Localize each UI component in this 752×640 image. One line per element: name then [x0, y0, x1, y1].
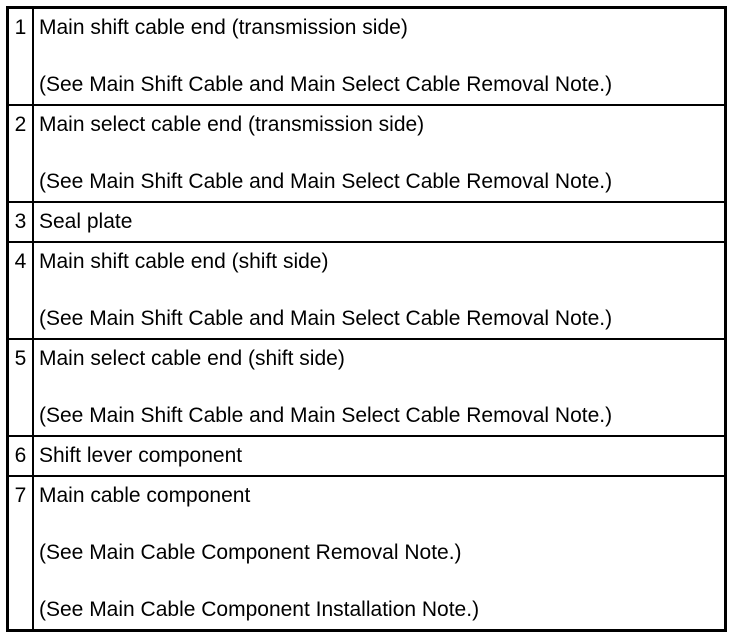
- row-number: 6: [14, 444, 27, 467]
- row-number-cell: 1: [6, 6, 34, 106]
- row-number: 2: [14, 113, 27, 136]
- table-row: 7 Main cable component (See Main Cable C…: [6, 475, 727, 632]
- row-description-cell: Seal plate: [32, 201, 727, 243]
- row-number: 1: [14, 16, 27, 39]
- see-note: (See Main Shift Cable and Main Select Ca…: [39, 404, 613, 427]
- row-number-cell: 3: [6, 201, 34, 243]
- table-row: 4 Main shift cable end (shift side) (See…: [6, 241, 727, 340]
- row-number-cell: 5: [6, 338, 34, 437]
- parts-table-body: 1 Main shift cable end (transmission sid…: [6, 6, 727, 632]
- row-description-cell: Main shift cable end (shift side) (See M…: [32, 241, 727, 340]
- see-note: (See Main Shift Cable and Main Select Ca…: [39, 307, 613, 330]
- row-number-cell: 7: [6, 475, 34, 632]
- part-title: Seal plate: [39, 210, 133, 233]
- row-number-cell: 6: [6, 435, 34, 477]
- row-description-cell: Main cable component (See Main Cable Com…: [32, 475, 727, 632]
- row-description-cell: Main select cable end (shift side) (See …: [32, 338, 727, 437]
- part-title: Main select cable end (shift side): [39, 347, 345, 370]
- see-note: (See Main Shift Cable and Main Select Ca…: [39, 170, 613, 193]
- row-description-cell: Main select cable end (transmission side…: [32, 104, 727, 203]
- part-title: Shift lever component: [39, 444, 243, 467]
- row-number-cell: 4: [6, 241, 34, 340]
- part-title: Main select cable end (transmission side…: [39, 113, 425, 136]
- row-number: 3: [14, 210, 27, 233]
- see-note: (See Main Shift Cable and Main Select Ca…: [39, 73, 613, 96]
- table-row: 3 Seal plate: [6, 201, 727, 243]
- row-number-cell: 2: [6, 104, 34, 203]
- table-row: 6 Shift lever component: [6, 435, 727, 477]
- see-note: (See Main Cable Component Installation N…: [39, 598, 480, 621]
- see-note: (See Main Cable Component Removal Note.): [39, 541, 462, 564]
- row-number: 4: [14, 250, 27, 273]
- part-title: Main shift cable end (transmission side): [39, 16, 408, 39]
- row-description-cell: Main shift cable end (transmission side)…: [32, 6, 727, 106]
- row-number: 5: [14, 347, 27, 370]
- table-row: 1 Main shift cable end (transmission sid…: [6, 6, 727, 106]
- row-number: 7: [14, 484, 27, 507]
- part-title: Main shift cable end (shift side): [39, 250, 329, 273]
- parts-table: 1 Main shift cable end (transmission sid…: [6, 6, 727, 632]
- table-row: 5 Main select cable end (shift side) (Se…: [6, 338, 727, 437]
- row-description-cell: Shift lever component: [32, 435, 727, 477]
- table-row: 2 Main select cable end (transmission si…: [6, 104, 727, 203]
- part-title: Main cable component: [39, 484, 251, 507]
